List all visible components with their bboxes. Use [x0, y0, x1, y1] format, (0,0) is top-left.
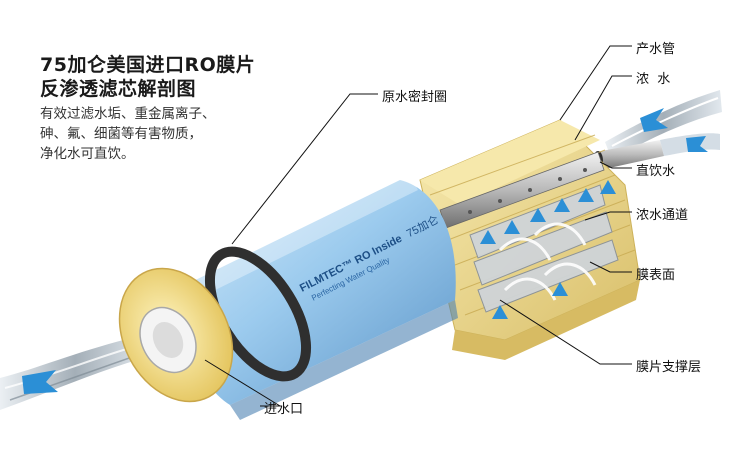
inlet-water-stream — [0, 336, 150, 410]
product-water-arrow-icon — [686, 136, 708, 152]
inlet-arrow-icon — [22, 370, 58, 394]
membrane-cutaway — [419, 119, 641, 360]
description-line-1: 有效过滤水垢、重金属离子、 — [40, 106, 216, 122]
description-line-2: 砷、氟、细菌等有害物质， — [40, 126, 202, 142]
concentrate-arrow-icon — [640, 108, 668, 132]
label-membrane-support: 膜片支撑层 — [636, 360, 702, 375]
description-line-3: 净化水可直饮。 — [40, 146, 135, 162]
heading-line-1: 75加仑美国进口RO膜片 — [40, 54, 256, 76]
label-membrane-surface: 膜表面 — [636, 268, 676, 283]
label-direct-drink: 直饮水 — [636, 164, 676, 179]
label-concentrate: 浓 水 — [636, 72, 671, 87]
label-concentrate-channel: 浓水通道 — [636, 208, 689, 223]
flow-arrow-icons — [480, 180, 616, 319]
inlet-end-cap — [118, 267, 234, 403]
heading-line-2: 反渗透滤芯解剖图 — [40, 78, 197, 100]
label-inlet: 进水口 — [264, 402, 304, 417]
label-product-pipe: 产水管 — [636, 42, 676, 57]
concentrate-water-stream — [605, 90, 722, 160]
leader-lines — [204, 45, 632, 407]
label-seal-ring: 原水密封圈 — [382, 90, 448, 105]
